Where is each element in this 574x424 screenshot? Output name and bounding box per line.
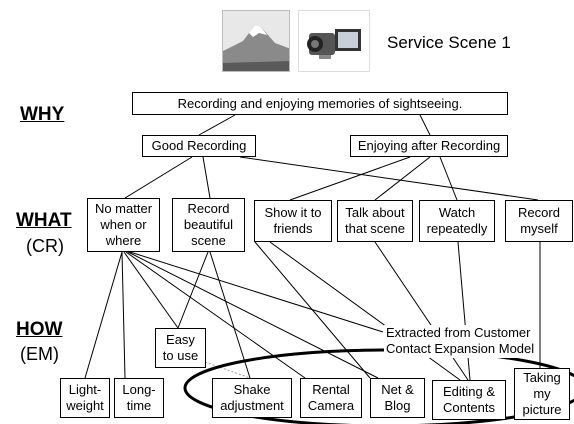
section-how: HOW bbox=[16, 319, 63, 340]
node-light-weight: Light- weight bbox=[60, 378, 110, 418]
node-taking-picture: Taking my picture bbox=[514, 368, 570, 420]
edge-good-nomatter bbox=[124, 156, 193, 199]
edge-good-beautiful bbox=[202, 156, 211, 199]
node-talk-scene: Talk about that scene bbox=[337, 200, 413, 242]
node-enjoying-after: Enjoying after Recording bbox=[350, 135, 508, 157]
section-what-sub: (CR) bbox=[26, 236, 64, 256]
node-show-friends: Show it to friends bbox=[254, 200, 332, 242]
node-editing-contents: Editing & Contents bbox=[432, 380, 506, 420]
edge-show-editing bbox=[269, 241, 461, 381]
section-what: WHAT bbox=[16, 210, 72, 231]
scene-title: Service Scene 1 bbox=[387, 33, 511, 52]
node-easy-to-use: Easy to use bbox=[155, 328, 206, 368]
node-rental-camera: Rental Camera bbox=[300, 378, 362, 418]
node-no-matter: No matter when or where bbox=[87, 198, 160, 252]
node-net-blog: Net & Blog bbox=[370, 378, 425, 418]
mountain-image bbox=[223, 11, 289, 71]
edge-beautiful-shake bbox=[209, 251, 251, 379]
edge-nomatter-long bbox=[121, 251, 126, 379]
edge-talk-editing bbox=[374, 241, 469, 381]
edge-enjoy-show bbox=[289, 156, 411, 201]
edge-good-myself bbox=[239, 156, 539, 201]
edge-nomatter-annotation bbox=[129, 251, 384, 333]
edge-beautiful-easy bbox=[177, 251, 209, 329]
node-long-time: Long- time bbox=[114, 378, 164, 418]
annotation-extracted: Extracted from Customer Contact Expansio… bbox=[384, 325, 537, 358]
edge-nomatter-light bbox=[84, 251, 123, 379]
section-why: WHY bbox=[20, 104, 65, 125]
node-shake-adjustment: Shake adjustment bbox=[212, 378, 292, 418]
node-watch-repeatedly: Watch repeatedly bbox=[419, 200, 495, 242]
node-good-recording: Good Recording bbox=[142, 135, 256, 157]
edge-watch-editing bbox=[457, 241, 471, 381]
node-root: Recording and enjoying memories of sight… bbox=[132, 92, 508, 115]
edge-show-net bbox=[254, 241, 371, 379]
camcorder-photo bbox=[298, 10, 370, 72]
mountain-photo bbox=[222, 10, 290, 72]
edge-nomatter-easy bbox=[123, 251, 179, 329]
node-record-beautiful: Record beautiful scene bbox=[172, 198, 245, 252]
section-how-sub: (EM) bbox=[20, 344, 59, 364]
edge-root-enjoy bbox=[419, 114, 431, 136]
edge-nomatter-net bbox=[127, 251, 379, 379]
edge-root-good bbox=[198, 114, 236, 136]
edge-enjoy-talk bbox=[374, 156, 431, 201]
node-record-myself: Record myself bbox=[505, 200, 573, 242]
camcorder-image bbox=[299, 11, 369, 71]
edge-enjoy-watch bbox=[439, 156, 458, 201]
